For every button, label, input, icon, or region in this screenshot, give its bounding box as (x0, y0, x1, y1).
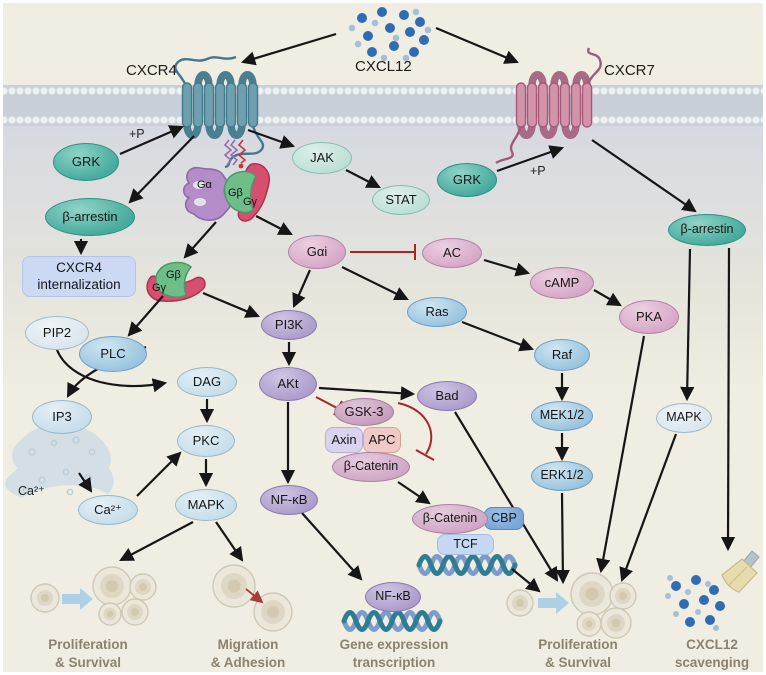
node-pkc: PKC (177, 425, 235, 457)
outcome-proliferation-right: Proliferation & Survival (538, 637, 618, 670)
dna-helix-tcf (416, 554, 518, 576)
signal-arrows (55, 26, 736, 593)
node-jak: JAK (292, 142, 352, 174)
node-tcf: TCF (437, 534, 494, 555)
brush-icon (721, 550, 760, 593)
cxcr4-label: CXCR4 (126, 62, 177, 79)
node-akt: AKt (259, 367, 317, 401)
node-plc: PLC (79, 336, 147, 372)
node-mek12: MEK1/2 (531, 401, 593, 431)
node-pi3k: PI3K (261, 310, 317, 340)
er-calcium-store (5, 423, 114, 498)
cxcl12-label: CXCL12 (355, 58, 412, 75)
node-mapk-right: MAPK (656, 403, 712, 433)
cell-cluster-migration (212, 564, 293, 632)
outcome-gene-expression: Gene expression transcription (339, 637, 449, 670)
node-g-alpha-i: Gαi (288, 235, 346, 269)
node-ras: Ras (407, 297, 467, 327)
dna-helix-nfkb (341, 610, 443, 632)
g-gamma2-label: Gγ (152, 282, 167, 294)
node-apc: APC (363, 427, 401, 453)
node-camp: cAMP (530, 267, 594, 299)
node-b-arrestin-right: β-arrestin (668, 214, 746, 246)
node-gsk3: GSK-3 (334, 398, 394, 426)
outcome-migration: Migration & Adhesion (210, 637, 286, 670)
cell-cluster-proliferation-right (506, 572, 637, 639)
cxcr7-label: CXCR7 (604, 62, 655, 79)
g-gamma-label: Gγ (243, 196, 258, 208)
migration-red-arrow (245, 588, 264, 604)
er-calcium-label: Ca²⁺ (18, 484, 45, 498)
node-b-catenin-2: β-Catenin (412, 504, 488, 534)
g-beta2-label: Gβ (166, 269, 181, 281)
g-beta-gamma-complex (146, 261, 206, 302)
inhibition-connectors (315, 244, 435, 461)
node-grk-right: GRK (437, 163, 497, 197)
node-nfkb-dna: NF-κB (365, 582, 421, 612)
node-nfkb-upper: NF-κB (260, 485, 318, 515)
node-ca-ion: Ca²⁺ (78, 495, 138, 525)
cxcr4-receptor (174, 55, 265, 169)
cxcl12-scavenged-dots (665, 575, 725, 631)
node-mapk-left: MAPK (175, 489, 237, 521)
g-alpha-label: Gα (197, 179, 212, 191)
g-protein-complex (182, 163, 271, 222)
node-cbp: CBP (484, 507, 524, 530)
node-stat: STAT (372, 185, 430, 215)
blue-progress-arrow (538, 592, 569, 614)
node-b-arrestin-left: β-arrestin (45, 198, 135, 236)
node-bad: Bad (417, 381, 477, 411)
node-pka: PKA (619, 300, 679, 334)
outcome-cxcl12-scavenging: CXCL12 scavenging (674, 637, 750, 670)
node-pip2: PIP2 (25, 316, 89, 350)
outcome-proliferation-left: Proliferation & Survival (48, 637, 128, 670)
lipid-anchor-zigzags (223, 139, 247, 169)
node-cxcr4-internalization: CXCR4 internalization (22, 256, 136, 297)
cxcr7-receptor (495, 47, 602, 165)
node-erk12: ERK1/2 (531, 461, 593, 491)
node-b-catenin: β-Catenin (332, 452, 410, 482)
cxcl12-dots (348, 7, 432, 62)
blue-progress-arrow (62, 588, 93, 610)
phosphorylation-label-left: +P (129, 127, 145, 141)
node-dag: DAG (177, 367, 237, 397)
node-ip3: IP3 (32, 400, 92, 434)
node-axin: Axin (325, 427, 363, 453)
phosphorylation-label-right: +P (530, 164, 546, 178)
node-raf: Raf (534, 339, 590, 371)
cell-cluster-proliferation-left (30, 566, 157, 626)
g-beta-label: Gβ (228, 187, 243, 199)
node-ac: AC (422, 238, 482, 268)
node-grk-left: GRK (53, 143, 119, 181)
